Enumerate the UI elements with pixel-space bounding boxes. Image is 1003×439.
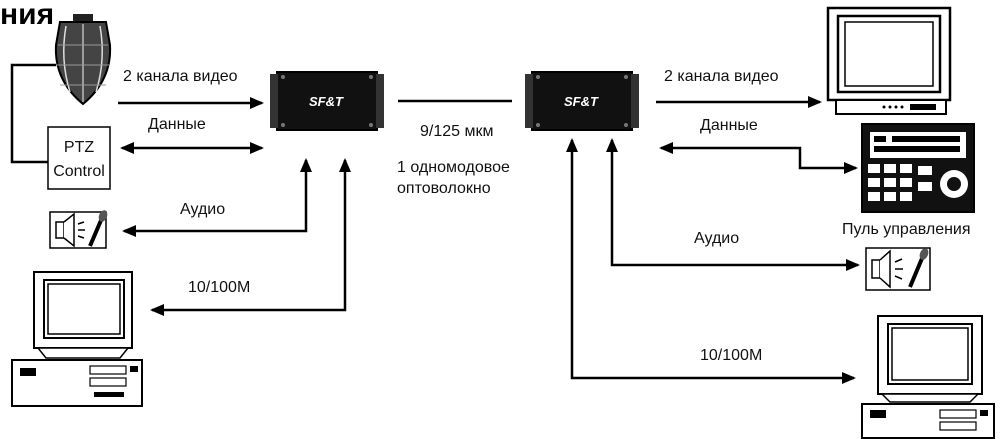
left-fiber-converter: SF&T	[270, 72, 384, 130]
left-ethernet-label: 10/100M	[188, 279, 250, 296]
dome-camera-icon	[56, 14, 110, 104]
desktop-pc-icon	[12, 272, 142, 406]
keyboard-label: Пуль управления	[842, 221, 971, 238]
crt-monitor-icon	[828, 8, 950, 114]
left-video-label: 2 канала видео	[123, 68, 238, 85]
right-data-arrow	[661, 148, 856, 168]
fiber-type-line2: оптоволокно	[397, 180, 491, 197]
right-data-label: Данные	[700, 117, 758, 134]
desktop-pc-icon-right	[862, 316, 994, 438]
left-audio-label: Аудио	[180, 201, 225, 218]
ptz-label-line2: Control	[53, 163, 105, 180]
left-audio-arrow	[124, 160, 306, 231]
page-heading: ния	[0, 0, 54, 31]
right-ethernet-arrow	[572, 140, 854, 378]
ptz-label-line1: PTZ	[64, 139, 94, 156]
right-fiber-converter: SF&T	[525, 72, 639, 130]
fiber-type-line1: 1 одномодовое	[397, 159, 510, 176]
speaker-microphone-icon	[50, 209, 109, 248]
left-converter-brand: SF&T	[309, 94, 344, 109]
right-ethernet-label: 10/100M	[700, 347, 762, 364]
speaker-microphone-icon-right	[866, 247, 930, 290]
left-data-label: Данные	[148, 116, 206, 133]
right-audio-label: Аудио	[694, 230, 739, 247]
right-converter-brand: SF&T	[564, 94, 599, 109]
right-video-label: 2 канала видео	[664, 68, 779, 85]
ptz-control-box: PTZ Control	[48, 127, 110, 189]
fiber-spec-label: 9/125 мкм	[420, 123, 493, 140]
ptz-keyboard-icon	[862, 124, 974, 212]
